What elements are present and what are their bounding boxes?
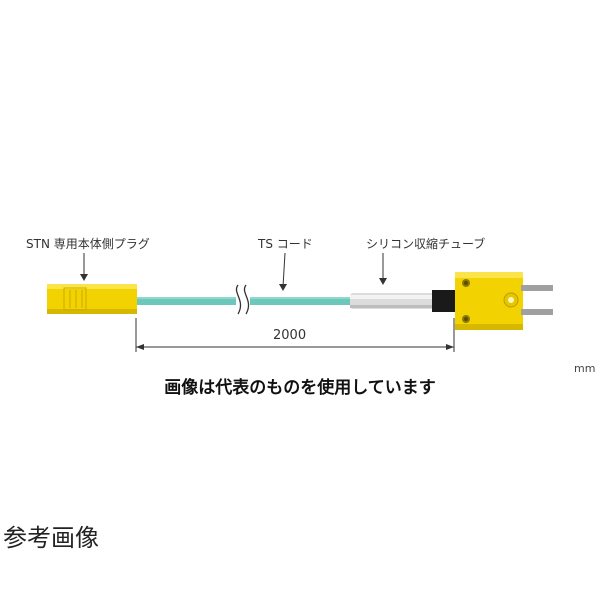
silicone-tube	[350, 293, 434, 309]
strain-relief	[432, 290, 456, 312]
stn-plug	[47, 284, 137, 314]
tube-leader-arrow	[379, 278, 387, 285]
unit-label: mm	[574, 362, 596, 375]
cord-leader-line	[282, 252, 286, 288]
cord-leader-arrow	[279, 284, 287, 291]
cord-label: TS コード	[258, 237, 313, 251]
reference-image-title: 参考画像	[3, 524, 99, 552]
dimension-label: 2000	[273, 328, 307, 343]
tube-label: シリコン収縮チューブ	[366, 237, 486, 251]
cord-break-symbol	[235, 284, 250, 315]
dimension-arrow-right	[446, 344, 454, 350]
representative-image-notice: 画像は代表のものを使用しています	[164, 378, 436, 398]
mini-connector	[455, 272, 523, 330]
pin-upper	[521, 285, 553, 291]
dimension-arrow-left	[136, 344, 144, 350]
pin-lower	[521, 309, 553, 315]
ts-cord	[134, 297, 352, 305]
plug-leader-arrow	[80, 274, 88, 281]
plug-label: STN 専用本体側プラグ	[26, 237, 150, 251]
